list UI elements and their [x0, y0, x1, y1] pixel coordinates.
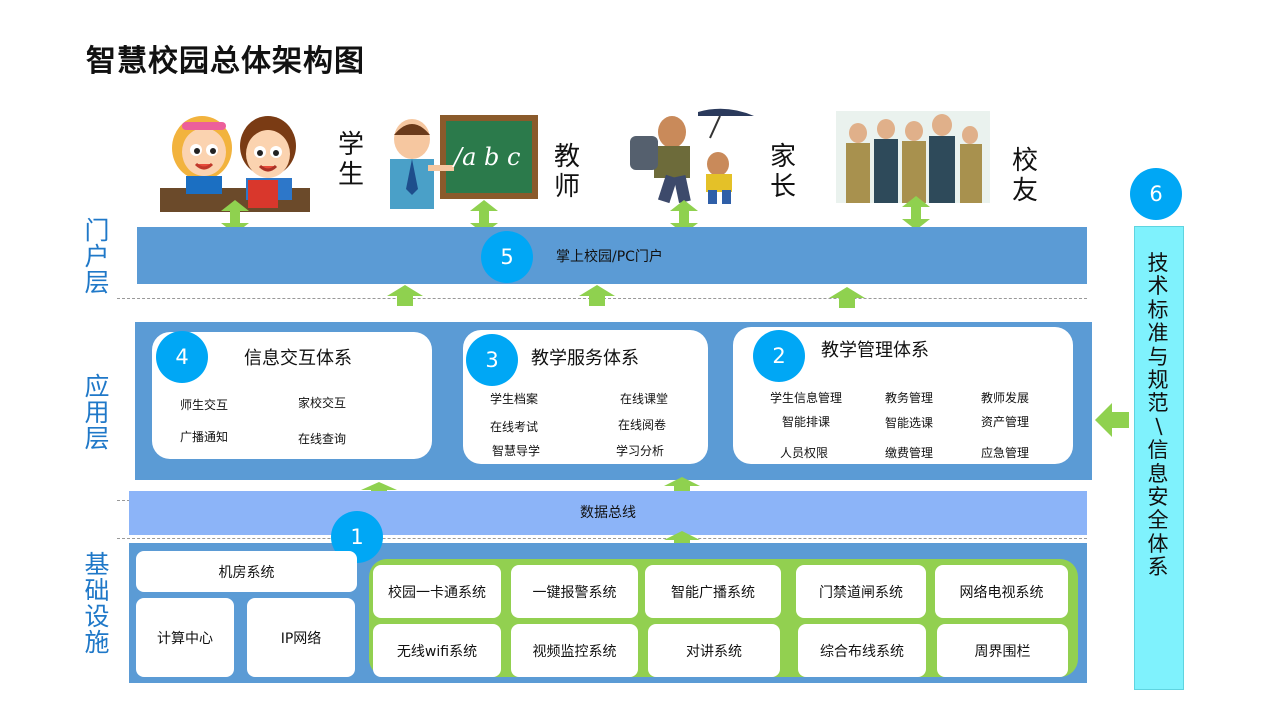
badge-2: 2	[753, 330, 805, 382]
arrow-up-portal-3	[829, 287, 865, 312]
page-title: 智慧校园总体架构图	[86, 44, 365, 79]
arrow-alumni-portal	[901, 196, 931, 234]
card-item: 人员权限	[780, 446, 829, 460]
infra-box-broadcast: 智能广播系统	[645, 565, 781, 618]
badge-5: 5	[481, 231, 533, 283]
card-item: 家校交互	[298, 396, 347, 410]
badge-6: 6	[1130, 168, 1182, 220]
card-item: 在线查询	[298, 432, 347, 446]
card-item: 教务管理	[885, 391, 934, 405]
infra-box-machine-room: 机房系统	[136, 551, 357, 592]
card-item: 缴费管理	[885, 446, 934, 460]
arrow-up-portal-2	[579, 285, 615, 310]
infra-box-campus-card: 校园一卡通系统	[373, 565, 501, 618]
user-label-teachers: 教师	[553, 142, 580, 202]
card-item: 师生交互	[180, 398, 229, 412]
layer-label-application: 应用层	[84, 372, 110, 453]
infra-box-wifi: 无线wifi系统	[373, 624, 501, 677]
students-picture	[160, 108, 310, 212]
infra-box-alarm: 一键报警系统	[511, 565, 638, 618]
card-item: 在线课堂	[620, 392, 669, 406]
infra-box-video-surveillance: 视频监控系统	[511, 624, 638, 677]
infra-box-cabling: 综合布线系统	[798, 624, 926, 677]
infra-box-intercom: 对讲系统	[648, 624, 780, 677]
portal-bar	[137, 227, 1087, 284]
card-item: 智能选课	[885, 416, 934, 430]
teacher-picture: /a b c	[376, 109, 540, 212]
card-item: 在线阅卷	[618, 418, 667, 432]
arrow-up-portal-1	[387, 285, 423, 310]
arrow-left-standards	[1095, 403, 1129, 441]
arrow-up-app-2	[664, 477, 700, 497]
card-item: 学习分析	[616, 444, 665, 458]
card-item: 智慧导学	[492, 444, 541, 458]
arrow-up-app-1	[361, 480, 397, 499]
card-item: 资产管理	[981, 415, 1030, 429]
infra-box-access-gate: 门禁道闸系统	[796, 565, 926, 618]
infra-box-perimeter: 周界围栏	[937, 624, 1068, 677]
infra-box-computing-center: 计算中心	[136, 598, 234, 677]
card-item: 在线考试	[490, 420, 539, 434]
user-label-students: 学生	[337, 130, 364, 190]
arrow-parents-portal	[669, 200, 699, 238]
card-item: 教师发展	[981, 391, 1030, 405]
infra-box-network-tv: 网络电视系统	[935, 565, 1068, 618]
bus-divider-bottom	[117, 538, 1087, 539]
card-title: 教学管理体系	[821, 340, 929, 361]
card-item: 智能排课	[782, 415, 831, 429]
card-title: 信息交互体系	[244, 348, 352, 369]
alumni-picture	[836, 111, 990, 203]
infra-box-ip-network: IP网络	[247, 598, 355, 677]
card-item: 学生信息管理	[770, 391, 843, 405]
user-label-parents: 家长	[769, 142, 796, 202]
card-title: 教学服务体系	[531, 348, 639, 369]
standards-security-label: 技术标准与规范∖信息安全体系	[1147, 251, 1169, 580]
arrow-teachers-portal	[469, 200, 499, 238]
data-bus: 数据总线	[129, 491, 1087, 535]
arrow-students-portal	[220, 200, 250, 238]
layer-label-infrastructure: 基础设施	[84, 550, 110, 657]
standards-security-bar	[1134, 226, 1184, 690]
badge-3: 3	[466, 334, 518, 386]
layer-label-portal: 门户层	[84, 216, 110, 297]
card-item: 学生档案	[490, 392, 539, 406]
card-item: 广播通知	[180, 430, 229, 444]
parent-picture	[602, 108, 762, 208]
user-label-alumni: 校友	[1011, 146, 1038, 206]
infra-box-wifi-label: 无线wifi系统	[396, 643, 478, 660]
blackboard-text: /a b c	[454, 143, 521, 171]
portal-bar-label: 掌上校园/PC门户	[556, 249, 663, 265]
badge-4: 4	[156, 331, 208, 383]
arrow-up-bus	[664, 531, 700, 552]
card-item: 应急管理	[981, 446, 1030, 460]
